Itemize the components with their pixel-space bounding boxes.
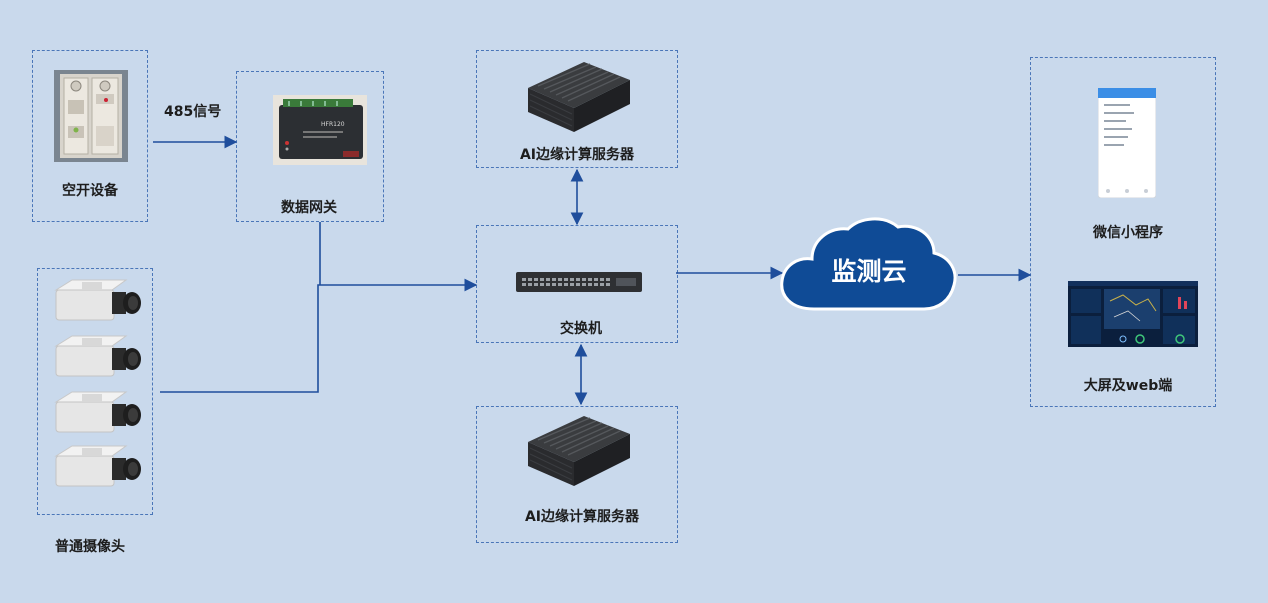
gateway-label: 数据网关 bbox=[281, 200, 337, 216]
cameras-label: 普通摄像头 bbox=[55, 539, 125, 555]
ai-server-top-label: AI边缘计算服务器 bbox=[519, 147, 635, 163]
switch-label: 交换机 bbox=[560, 321, 602, 337]
cameras-box bbox=[37, 268, 153, 515]
ai-server-top-box bbox=[476, 50, 678, 168]
ai-server-bottom-box bbox=[476, 406, 678, 543]
edge-label-485: 485信号 bbox=[164, 104, 222, 120]
mini-program-label: 微信小程序 bbox=[1093, 225, 1163, 241]
gateway-model-text: HFR120 bbox=[321, 121, 345, 128]
breaker-label: 空开设备 bbox=[62, 183, 118, 199]
ai-server-top-image bbox=[528, 62, 630, 132]
bigscreen-label: 大屏及web端 bbox=[1083, 378, 1173, 394]
ai-server-bottom-label: AI边缘计算服务器 bbox=[524, 509, 640, 525]
camera-image-4 bbox=[54, 445, 141, 487]
switch-device-image bbox=[516, 272, 642, 292]
breaker-box bbox=[32, 50, 148, 222]
gateway-device-image: HFR120 bbox=[273, 95, 367, 165]
camera-image-2 bbox=[54, 335, 141, 377]
camera-image-1 bbox=[54, 279, 141, 321]
line-cameras-switch bbox=[160, 278, 478, 393]
clients-box bbox=[1030, 57, 1216, 407]
mini-program-phone-image bbox=[1098, 88, 1156, 198]
breaker-device-image bbox=[54, 70, 128, 162]
camera-image-3 bbox=[54, 391, 141, 433]
ai-server-bottom-image bbox=[528, 416, 630, 486]
bigscreen-dashboard-image bbox=[1068, 281, 1198, 347]
cloud-shape bbox=[780, 217, 957, 311]
cloud-label: 监测云 bbox=[831, 257, 907, 286]
